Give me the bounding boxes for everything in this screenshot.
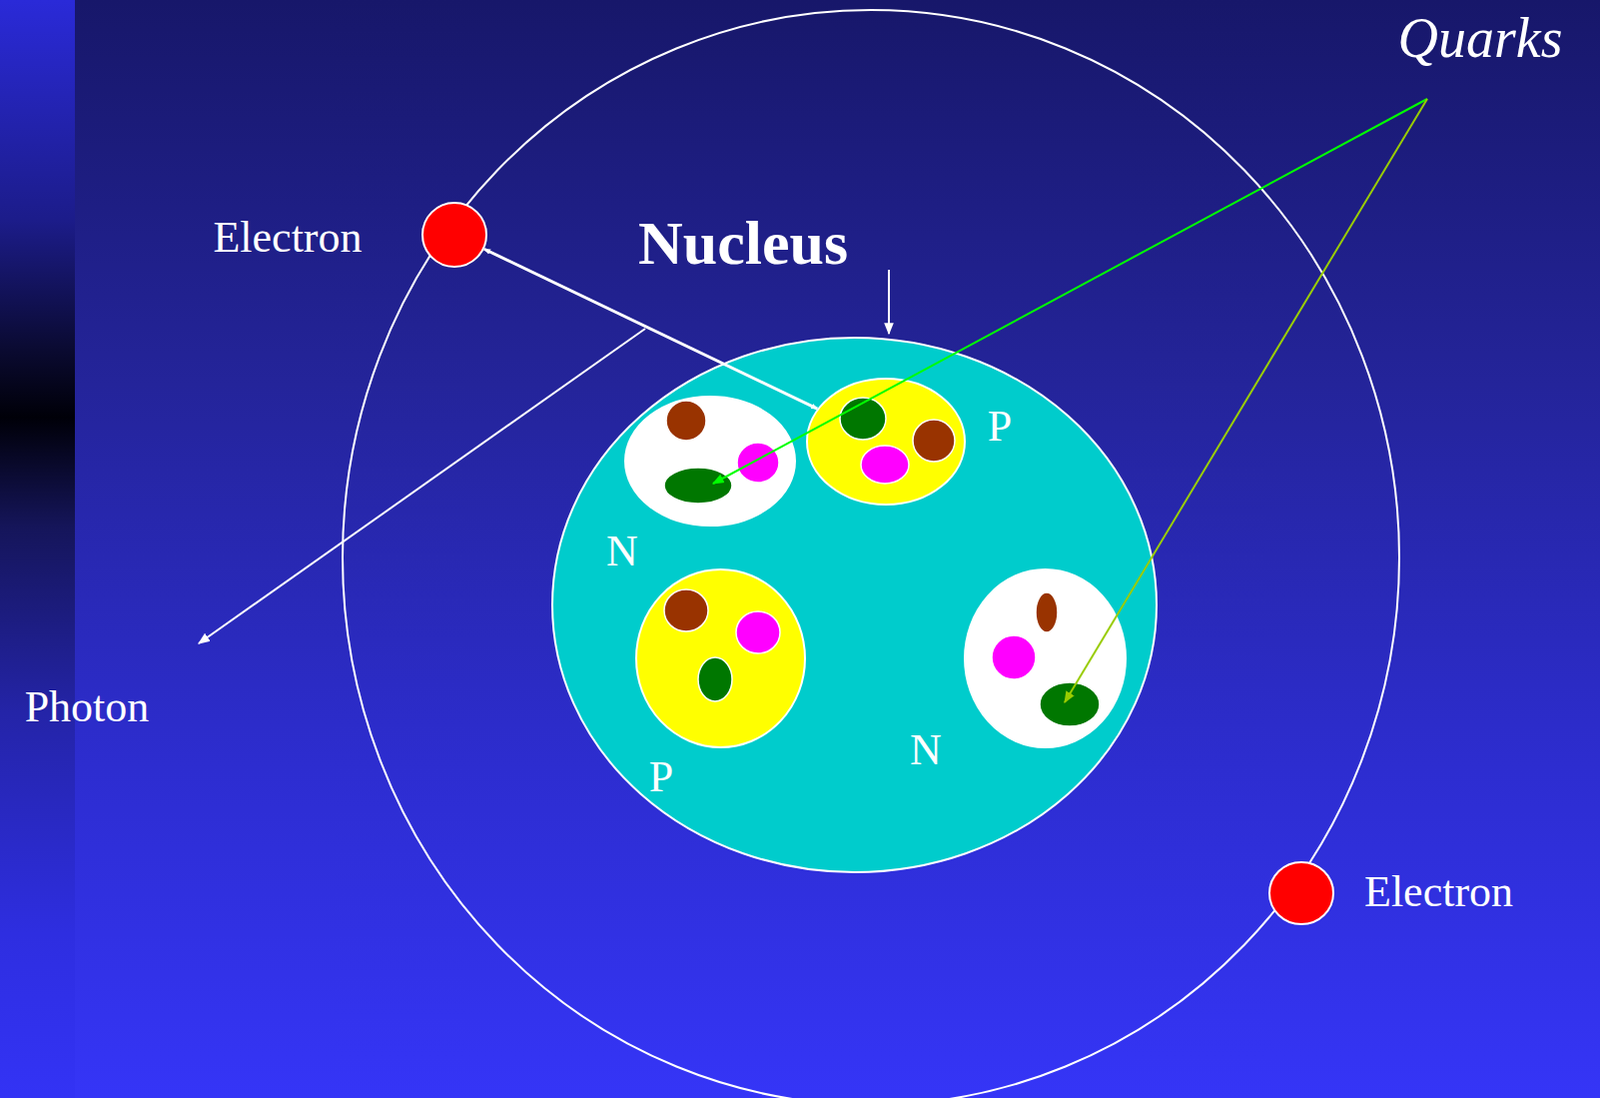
quark	[860, 445, 909, 484]
quark	[737, 442, 780, 483]
quark	[991, 635, 1036, 680]
proton-shape	[635, 568, 806, 749]
interaction-arrow	[484, 248, 818, 409]
neutron-outline	[625, 396, 796, 526]
quark	[839, 397, 886, 440]
quark-leader	[1064, 98, 1428, 703]
proton: P	[805, 377, 966, 506]
neutron-outline	[964, 569, 1126, 748]
nucleon-letter: P	[649, 752, 674, 801]
electron-outline	[1269, 861, 1334, 924]
orbit-ring	[342, 9, 1400, 1098]
neutron-shape	[624, 395, 797, 527]
electron-shape	[1268, 860, 1335, 925]
quark	[698, 657, 733, 702]
connector-group	[484, 248, 818, 409]
text-anchor: P	[649, 753, 674, 801]
photon-arrow	[198, 328, 646, 644]
nucleon-letter: N	[606, 526, 639, 576]
nucleon-letter: P	[987, 401, 1012, 451]
text-anchor: N	[606, 527, 639, 576]
electron: Electron	[421, 201, 488, 268]
text-anchor: Nucleus	[638, 208, 848, 277]
nucleus-title: Nucleus	[638, 208, 848, 277]
nucleon-letter: N	[909, 725, 942, 775]
proton-shape	[805, 377, 966, 506]
quark	[1035, 592, 1058, 633]
quark	[664, 467, 733, 504]
neutron: N	[963, 568, 1127, 749]
nucleus: NucleusNPPN	[551, 336, 1158, 873]
quark	[912, 419, 955, 462]
electron-label: Electron	[212, 212, 362, 262]
neutron-shape	[963, 568, 1127, 749]
nucleus-pointer	[887, 269, 890, 334]
label-anchor: Quarks	[1398, 7, 1564, 70]
photon-label: Photon	[24, 682, 150, 732]
quark-leader	[713, 98, 1428, 484]
proton-outline	[806, 378, 965, 505]
quark	[664, 589, 709, 632]
quarks-label: Quarks	[1398, 6, 1564, 69]
neutron: N	[624, 395, 797, 527]
quark	[666, 400, 707, 441]
electron-outline	[422, 202, 487, 267]
text-anchor: Electron	[212, 213, 362, 262]
electron-shape	[421, 201, 488, 268]
text-anchor: N	[909, 726, 942, 775]
text-anchor: Electron	[1364, 867, 1514, 916]
electron: Electron	[1268, 860, 1335, 925]
quark	[1039, 682, 1100, 727]
side-strip	[0, 0, 75, 1098]
label-anchor: Photon	[24, 683, 150, 732]
proton-outline	[636, 569, 805, 748]
text-anchor: P	[987, 402, 1012, 451]
proton: P	[635, 568, 806, 749]
nucleus-outline	[552, 337, 1157, 872]
electron-label: Electron	[1364, 866, 1514, 916]
quark	[736, 611, 781, 654]
